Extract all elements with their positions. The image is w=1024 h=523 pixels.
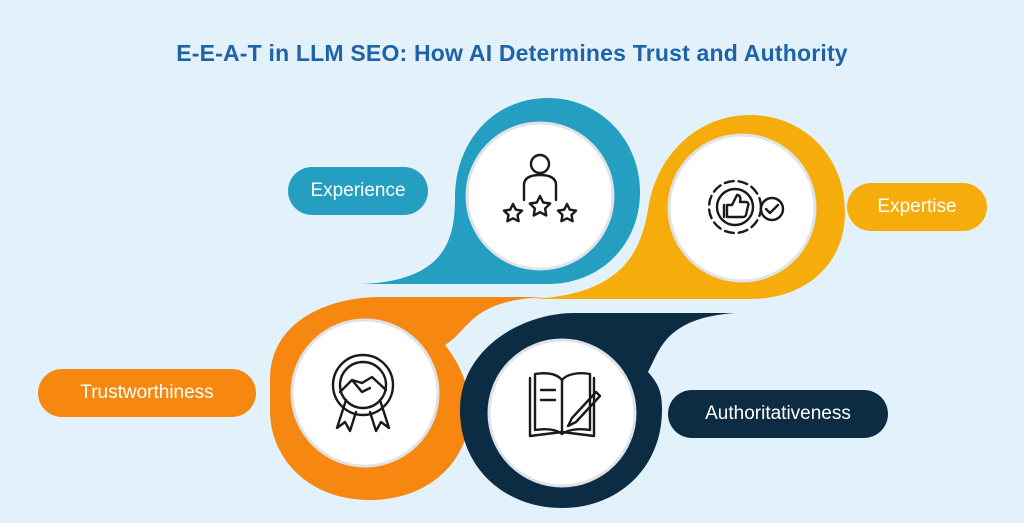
- gear-thumbs-up-check-icon: [707, 179, 785, 235]
- authoritativeness-label: Authoritativeness: [668, 390, 888, 438]
- experience-label: Experience: [288, 167, 428, 215]
- handshake-badge-icon: [331, 353, 395, 433]
- book-pen-icon: [528, 372, 602, 438]
- expertise-circle: [667, 133, 817, 283]
- person-stars-icon: [502, 153, 578, 223]
- page-title: E-E-A-T in LLM SEO: How AI Determines Tr…: [176, 40, 848, 66]
- expertise-label: Expertise: [847, 183, 987, 231]
- trustworthiness-circle: [290, 318, 440, 468]
- trustworthiness-label: Trustworthiness: [38, 369, 256, 417]
